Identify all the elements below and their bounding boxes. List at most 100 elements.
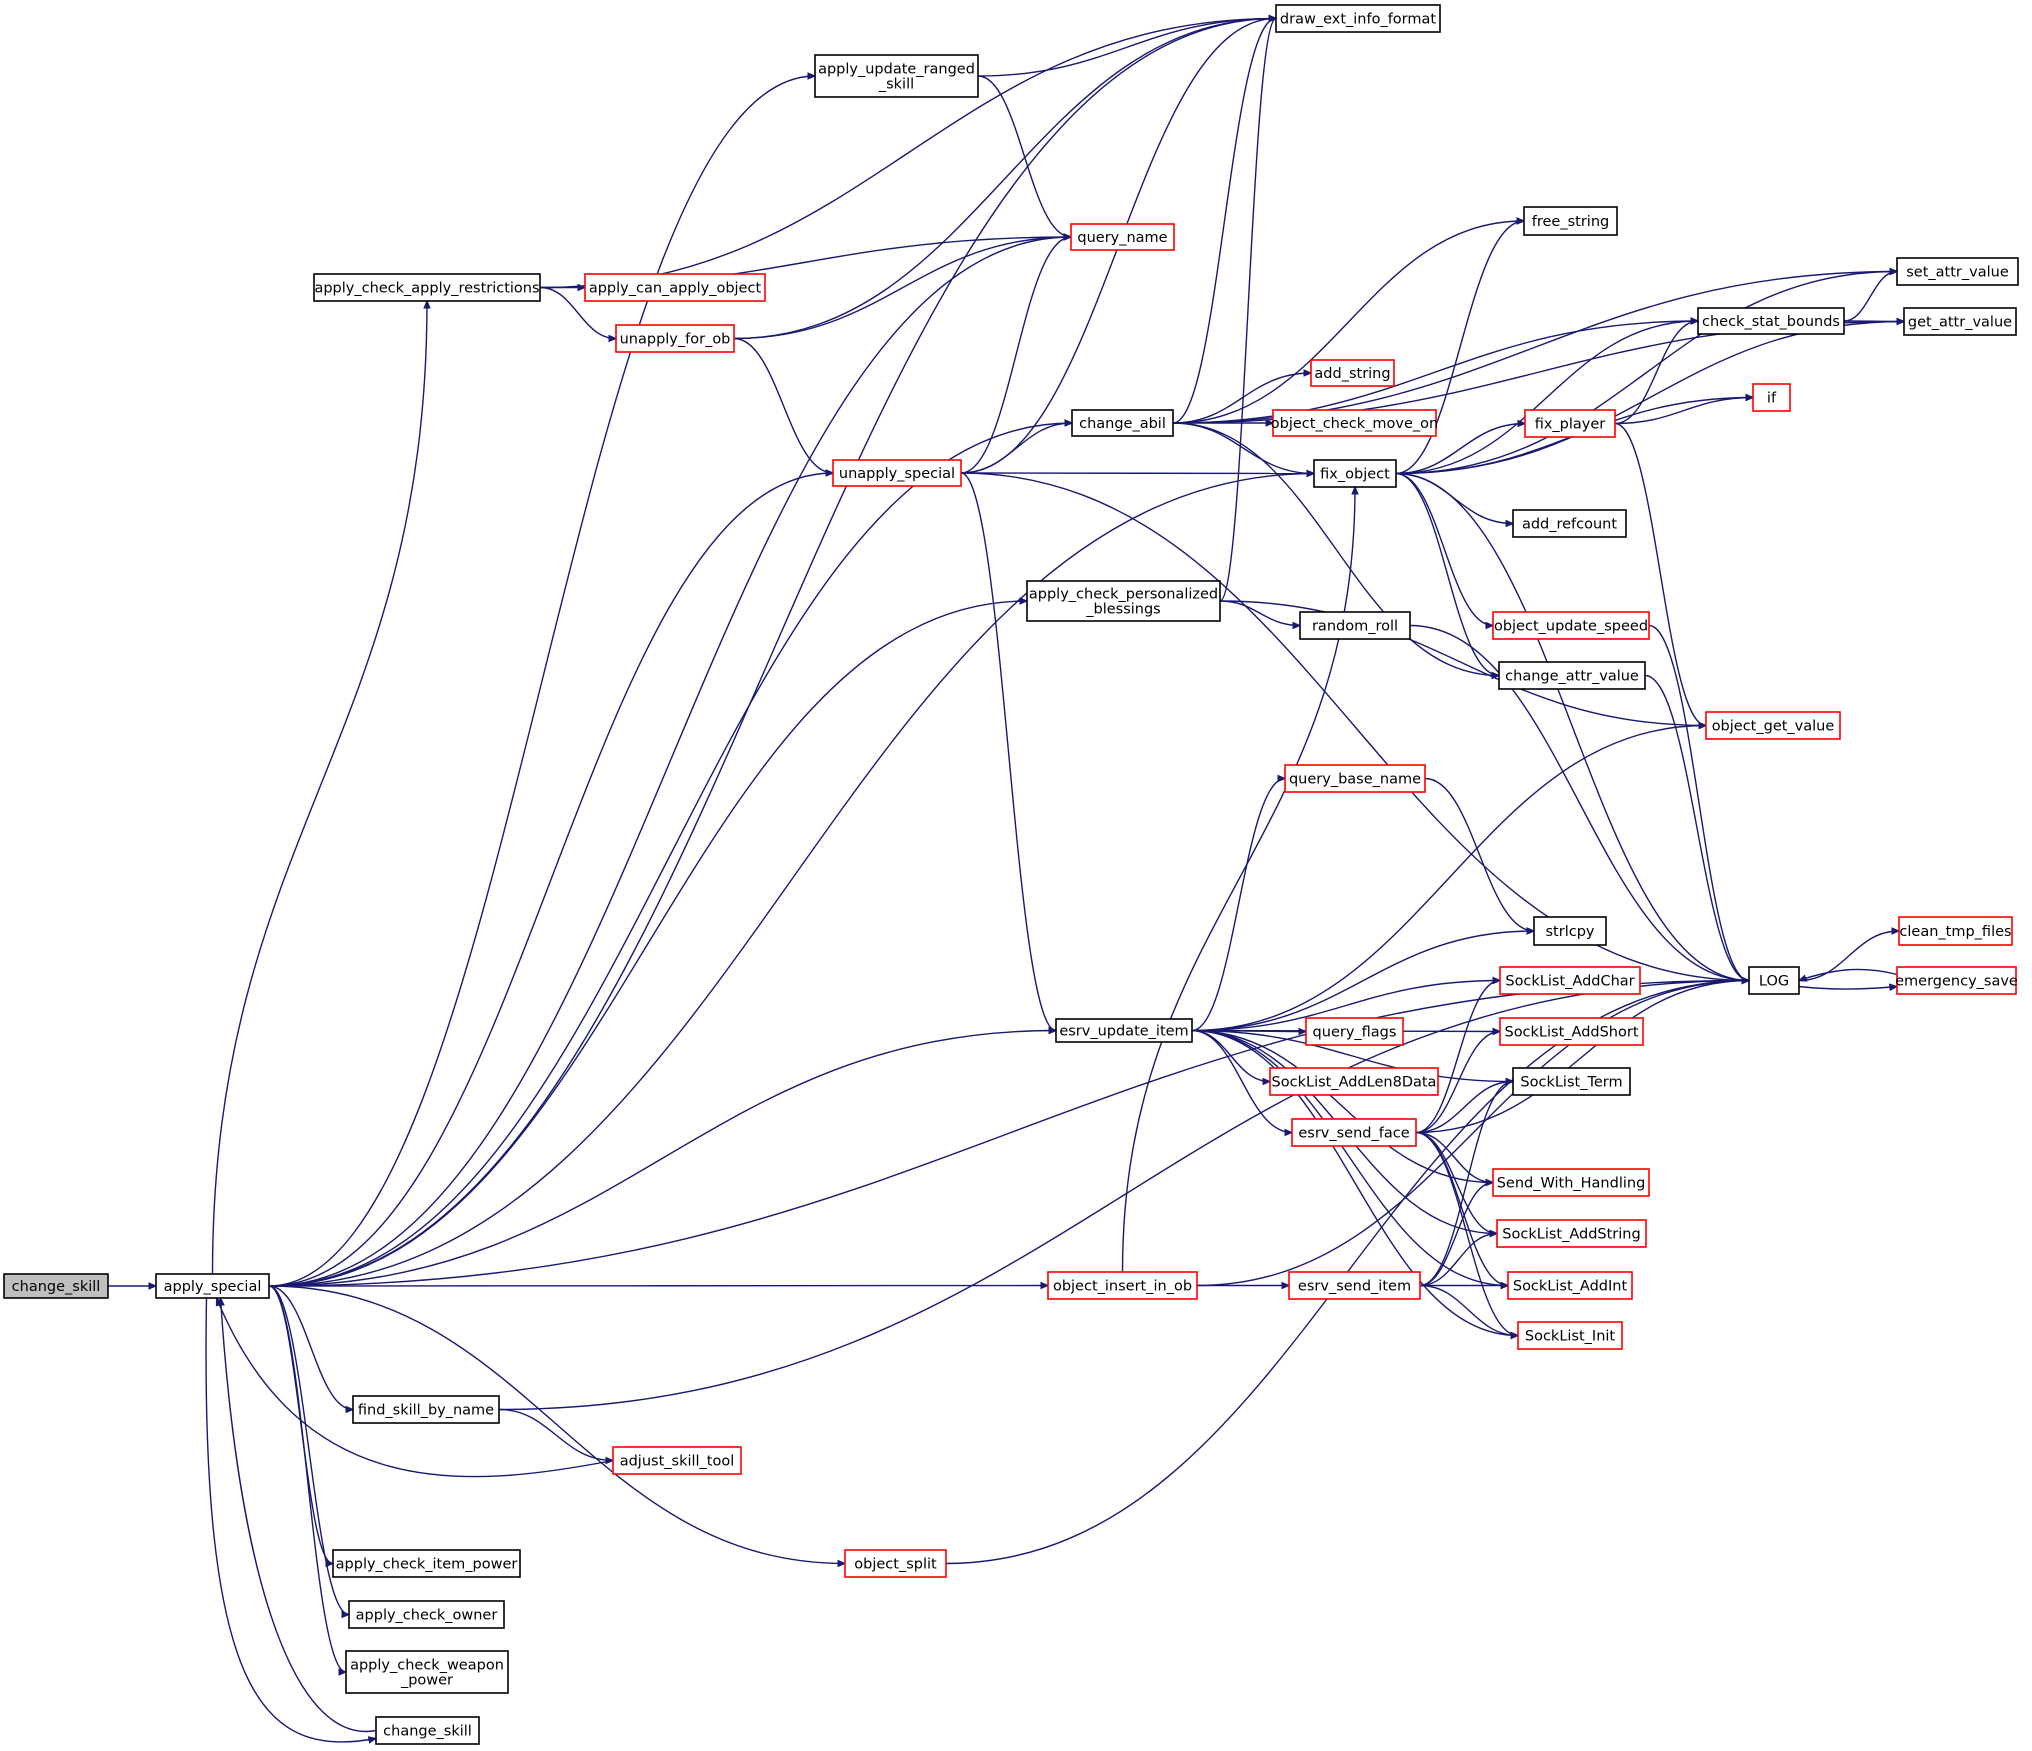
node-unapply-special[interactable]: unapply_special xyxy=(832,459,962,487)
node-if[interactable]: if xyxy=(1752,383,1791,412)
node-label: _skill xyxy=(878,77,914,93)
node-LOG[interactable]: LOG xyxy=(1748,966,1800,995)
node-apply-update-ranged-skill[interactable]: apply_update_ranged_skill xyxy=(814,54,979,98)
edge-apply_special-to-unapply_special xyxy=(268,473,833,1287)
node-SockList-AddLen8Data[interactable]: SockList_AddLen8Data xyxy=(1269,1067,1439,1096)
node-draw-ext-info-format[interactable]: draw_ext_info_format xyxy=(1275,4,1441,33)
node-label: strlcpy xyxy=(1546,924,1595,940)
node-get-attr-value[interactable]: get_attr_value xyxy=(1903,307,2017,336)
edge-esrv_update_item-to-query_base_name xyxy=(1191,779,1285,1032)
node-label: _power xyxy=(400,1673,453,1689)
node-check-stat-bounds[interactable]: check_stat_bounds xyxy=(1697,307,1845,335)
edge-unapply_special-to-LOG xyxy=(960,472,1749,981)
edge-change_abil-to-draw_ext_info_format xyxy=(1172,19,1276,424)
node-fix-object[interactable]: fix_object xyxy=(1313,459,1397,488)
node-SockList-AddShort[interactable]: SockList_AddShort xyxy=(1499,1017,1644,1046)
node-label: random_roll xyxy=(1312,619,1398,635)
node-object-get-value[interactable]: object_get_value xyxy=(1705,711,1841,740)
edge-unapply_special-to-esrv_update_item xyxy=(960,472,1056,1031)
node-apply-special[interactable]: apply_special xyxy=(155,1273,270,1299)
node-box xyxy=(1498,661,1646,690)
node-esrv-update-item[interactable]: esrv_update_item xyxy=(1055,1018,1193,1043)
node-object-split[interactable]: object_split xyxy=(844,1549,947,1578)
node-box xyxy=(1524,409,1616,438)
node-change-attr-value[interactable]: change_attr_value xyxy=(1498,661,1646,690)
node-strlcpy[interactable]: strlcpy xyxy=(1533,916,1607,946)
node-apply-check-owner[interactable]: apply_check_owner xyxy=(348,1600,505,1629)
edge-apply_special-to-apply_check_apply_restrictions xyxy=(211,301,428,1275)
node-label: change_attr_value xyxy=(1505,669,1639,685)
node-adjust-skill-tool[interactable]: adjust_skill_tool xyxy=(612,1446,742,1475)
edge-apply_special-to-esrv_update_item xyxy=(268,1031,1056,1287)
node-box xyxy=(1896,966,2017,995)
edge-esrv_send_face-to-Send_With_Handling xyxy=(1415,1131,1493,1183)
node-set-attr-value[interactable]: set_attr_value xyxy=(1896,257,2019,286)
node-label: add_string xyxy=(1314,366,1390,382)
node-label: fix_object xyxy=(1320,467,1390,483)
edge-esrv_send_face-to-SockList_AddInt xyxy=(1415,1131,1508,1286)
node-fix-player[interactable]: fix_player xyxy=(1524,409,1616,438)
node-random-roll[interactable]: random_roll xyxy=(1299,611,1411,640)
node-SockList-Term[interactable]: SockList_Term xyxy=(1512,1067,1631,1096)
node-box xyxy=(1313,459,1397,488)
node-box xyxy=(1492,1168,1650,1197)
node-box xyxy=(348,1600,505,1629)
node-find-skill-by-name[interactable]: find_skill_by_name xyxy=(352,1395,500,1424)
node-esrv-send-item[interactable]: esrv_send_item xyxy=(1288,1271,1421,1300)
node-clean-tmp-files[interactable]: clean_tmp_files xyxy=(1898,916,2013,946)
edge-apply_update_ranged_skill-to-draw_ext_info_format xyxy=(977,19,1276,77)
node-apply-check-weapon-power[interactable]: apply_check_weapon_power xyxy=(345,1650,509,1694)
node-emergency-save[interactable]: emergency_save xyxy=(1895,966,2018,995)
node-label: _blessings xyxy=(1085,602,1161,618)
edge-apply_special-to-LOG xyxy=(268,981,1749,1287)
node-box xyxy=(1903,307,2017,336)
node-query-flags[interactable]: query_flags xyxy=(1305,1017,1404,1046)
node-change-abil[interactable]: change_abil xyxy=(1071,409,1174,437)
node-unapply-for-ob[interactable]: unapply_for_ob xyxy=(615,324,735,353)
node-label: SockList_AddInt xyxy=(1513,1279,1628,1295)
edge-esrv_send_face-to-LOG xyxy=(1415,981,1749,1134)
edge-unapply_for_ob-to-draw_ext_info_format xyxy=(733,19,1276,340)
node-box xyxy=(1299,611,1411,640)
node-object-insert-in-ob[interactable]: object_insert_in_ob xyxy=(1047,1271,1198,1300)
node-apply-check-item-power[interactable]: apply_check_item_power xyxy=(332,1549,521,1578)
node-label: apply_update_ranged xyxy=(818,62,975,78)
node-apply-check-personalized-blessings[interactable]: apply_check_personalized_blessings xyxy=(1026,580,1221,622)
node-add-string[interactable]: add_string xyxy=(1310,359,1395,387)
edge-esrv_send_item-to-Send_With_Handling xyxy=(1419,1183,1493,1287)
node-SockList-AddInt[interactable]: SockList_AddInt xyxy=(1507,1271,1633,1300)
node-SockList-AddChar[interactable]: SockList_AddChar xyxy=(1499,966,1641,995)
edge-find_skill_by_name-to-LOG xyxy=(498,981,1749,1411)
node-object-update-speed[interactable]: object_update_speed xyxy=(1492,611,1650,640)
edge-esrv_send_face-to-SockList_AddShort xyxy=(1415,1032,1500,1134)
node-label: add_refcount xyxy=(1522,517,1617,533)
node-box xyxy=(313,273,541,302)
node-label: set_attr_value xyxy=(1906,265,2009,281)
node-root[interactable]: change_skill xyxy=(3,1273,109,1299)
node-SockList-Init[interactable]: SockList_Init xyxy=(1517,1321,1623,1350)
node-SockList-AddString[interactable]: SockList_AddString xyxy=(1496,1219,1647,1248)
node-label: object_insert_in_ob xyxy=(1053,1279,1192,1295)
node-box xyxy=(1305,1017,1404,1046)
node-query-name[interactable]: query_name xyxy=(1070,223,1175,251)
edge-fix_object-to-set_attr_value xyxy=(1395,272,1897,475)
node-box xyxy=(814,54,979,98)
node-query-base-name[interactable]: query_base_name xyxy=(1284,764,1426,793)
node-change-skill[interactable]: change_skill xyxy=(375,1716,480,1745)
node-label: apply_check_owner xyxy=(356,1608,498,1624)
node-box xyxy=(1512,509,1627,538)
node-box xyxy=(832,459,962,487)
node-apply-check-apply-restrictions[interactable]: apply_check_apply_restrictions xyxy=(313,273,541,302)
node-add-refcount[interactable]: add_refcount xyxy=(1512,509,1627,538)
edge-apply_special-to-object_insert_in_ob xyxy=(268,1286,1048,1287)
node-esrv-send-face[interactable]: esrv_send_face xyxy=(1291,1118,1417,1147)
node-box xyxy=(1310,359,1395,387)
node-label: object_get_value xyxy=(1712,719,1835,735)
node-object-check-move-on[interactable]: object_check_move_on xyxy=(1271,409,1438,437)
node-free-string[interactable]: free_string xyxy=(1523,206,1618,236)
node-apply-can-apply-object[interactable]: apply_can_apply_object xyxy=(584,273,766,302)
node-Send-With-Handling[interactable]: Send_With_Handling xyxy=(1492,1168,1650,1197)
edge-esrv_send_item-to-SockList_AddString xyxy=(1419,1234,1497,1287)
node-box xyxy=(1705,711,1841,740)
edge-apply_special-to-object_split xyxy=(268,1285,845,1564)
